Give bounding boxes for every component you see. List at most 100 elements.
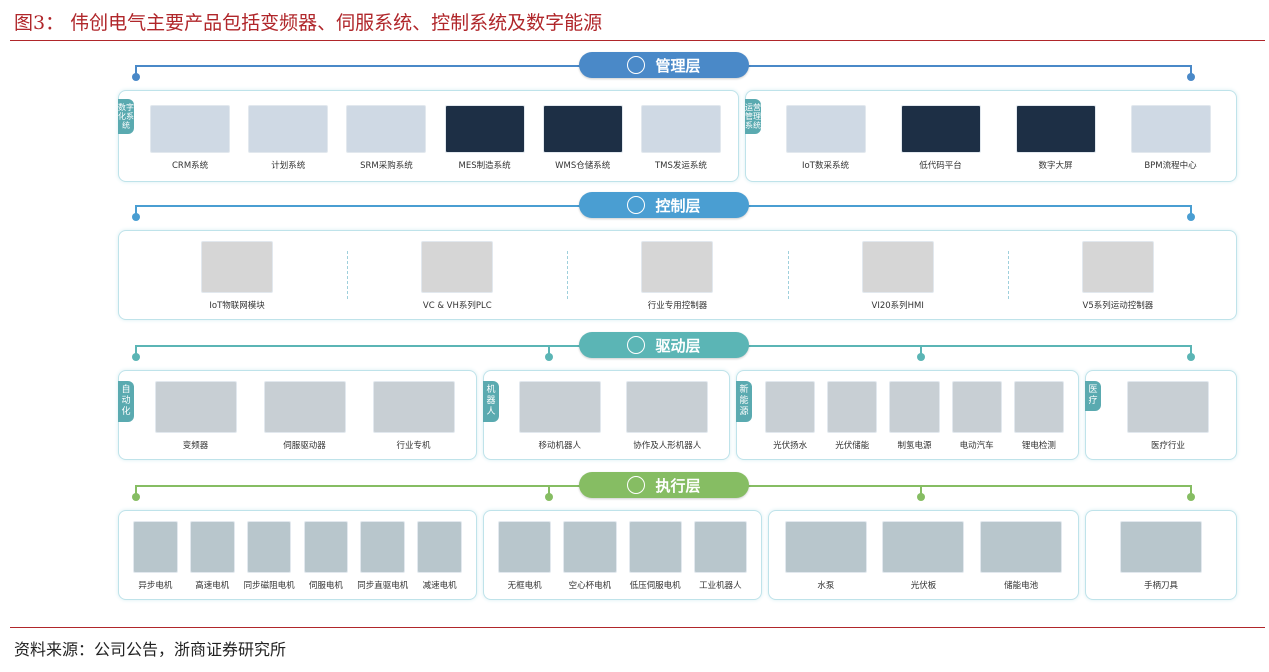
divider — [1007, 251, 1009, 299]
product-item: 行业专机 — [359, 381, 468, 451]
product-label: 空心杯电机 — [568, 581, 612, 591]
product-item: WMS仓储系统 — [534, 105, 632, 171]
product-image — [346, 105, 427, 153]
gear-icon — [627, 476, 646, 494]
product-label: 电动汽车 — [959, 441, 994, 451]
product-image — [133, 521, 178, 573]
product-image — [1015, 105, 1096, 153]
product-label: 计划系统 — [271, 161, 306, 171]
product-label: IoT物联网模块 — [209, 301, 265, 311]
product-image — [372, 381, 455, 433]
product-image — [150, 105, 231, 153]
product-item: 光伏储能 — [821, 381, 883, 451]
product-item: VC & VH系列PLC — [347, 241, 567, 311]
product-item: 减速电机 — [411, 521, 468, 591]
product-image — [626, 381, 709, 433]
group-tag: 机器人 — [483, 381, 499, 422]
product-item: 异步电机 — [127, 521, 184, 591]
product-label: 光伏储能 — [835, 441, 870, 451]
product-label: 手柄刀具 — [1143, 581, 1178, 591]
product-label: 低代码平台 — [919, 161, 962, 171]
product-image — [640, 105, 721, 153]
product-image — [861, 241, 934, 293]
product-image — [765, 381, 816, 433]
product-label: V5系列运动控制器 — [1082, 301, 1154, 311]
connector-drop — [132, 345, 140, 361]
product-item: 高速电机 — [184, 521, 241, 591]
group-tag: 自动化 — [118, 381, 134, 422]
product-image — [201, 241, 274, 293]
product-image — [641, 241, 714, 293]
source-rule — [10, 627, 1265, 628]
divider — [347, 251, 349, 299]
product-item: SRM采购系统 — [337, 105, 435, 171]
layer-group-box: 无框电机空心杯电机低压伺服电机工业机器人 — [483, 510, 762, 600]
connector-drop — [1187, 345, 1195, 361]
product-label: 同步直驱电机 — [357, 581, 409, 591]
product-image — [360, 521, 406, 573]
product-item: 水泵 — [777, 521, 875, 591]
product-image — [444, 105, 525, 153]
connector-drop — [132, 485, 140, 501]
layer-group-box: 手柄刀具 — [1085, 510, 1237, 600]
product-label: 变频器 — [182, 441, 209, 451]
product-image — [951, 381, 1002, 433]
product-image — [827, 381, 878, 433]
product-image — [263, 381, 346, 433]
layer-label-control: 控制层 — [579, 192, 749, 218]
product-image — [882, 521, 965, 573]
product-label: 伺服驱动器 — [283, 441, 326, 451]
product-item: 变频器 — [141, 381, 250, 451]
product-label: 协作及人形机器人 — [633, 441, 702, 451]
group-tag: 医疗 — [1085, 381, 1101, 411]
product-item: 行业专用控制器 — [567, 241, 787, 311]
product-label: 移动机器人 — [538, 441, 581, 451]
layer-group-box: 自动化变频器 伺服驱动器 行业专机 — [118, 370, 477, 460]
product-item: 储能电池 — [972, 521, 1070, 591]
layer-label-drive: 驱动层 — [579, 332, 749, 358]
product-label: BPM流程中心 — [1144, 161, 1197, 171]
product-label: 数字大屏 — [1038, 161, 1073, 171]
source-note: 资料来源：公司公告，浙商证券研究所 — [14, 640, 287, 659]
product-item: 无框电机 — [492, 521, 557, 591]
product-label: IoT数采系统 — [802, 161, 849, 171]
product-item: 伺服电机 — [298, 521, 355, 591]
product-label: 同步磁阻电机 — [243, 581, 295, 591]
product-image — [563, 521, 617, 573]
layer-label-execution: 执行层 — [579, 472, 749, 498]
layer-group-box: 异步电机 高速电机同步磁阻电机伺服电机同步直驱电机减速电机 — [118, 510, 477, 600]
product-image — [498, 521, 552, 573]
product-image — [1081, 241, 1154, 293]
product-image — [154, 381, 237, 433]
product-label: 异步电机 — [138, 581, 173, 591]
product-image — [1013, 381, 1064, 433]
product-label: 工业机器人 — [699, 581, 742, 591]
divider — [567, 251, 569, 299]
product-label: 水泵 — [817, 581, 835, 591]
divider — [787, 251, 789, 299]
title-rule — [10, 40, 1265, 41]
connector-drop — [1187, 485, 1195, 501]
product-label: WMS仓储系统 — [555, 161, 611, 171]
product-item: 制氢电源 — [883, 381, 945, 451]
product-item: 医疗行业 — [1108, 381, 1228, 451]
layer-name: 控制层 — [655, 196, 701, 215]
product-image — [1130, 105, 1211, 153]
product-label: TMS发运系统 — [654, 161, 707, 171]
product-item: TMS发运系统 — [632, 105, 730, 171]
product-image — [785, 105, 866, 153]
layer-group-box: 水泵光伏板储能电池 — [768, 510, 1079, 600]
layer-name: 驱动层 — [655, 336, 701, 355]
product-label: MES制造系统 — [458, 161, 511, 171]
product-item: IoT物联网模块 — [127, 241, 347, 311]
product-label: 储能电池 — [1004, 581, 1039, 591]
product-label: 锂电检测 — [1021, 441, 1056, 451]
layer-name: 执行层 — [655, 476, 701, 495]
product-item: MES制造系统 — [436, 105, 534, 171]
product-label: 无框电机 — [507, 581, 542, 591]
product-image — [900, 105, 981, 153]
product-item: CRM系统 — [141, 105, 239, 171]
product-item: 手柄刀具 — [1094, 521, 1228, 591]
